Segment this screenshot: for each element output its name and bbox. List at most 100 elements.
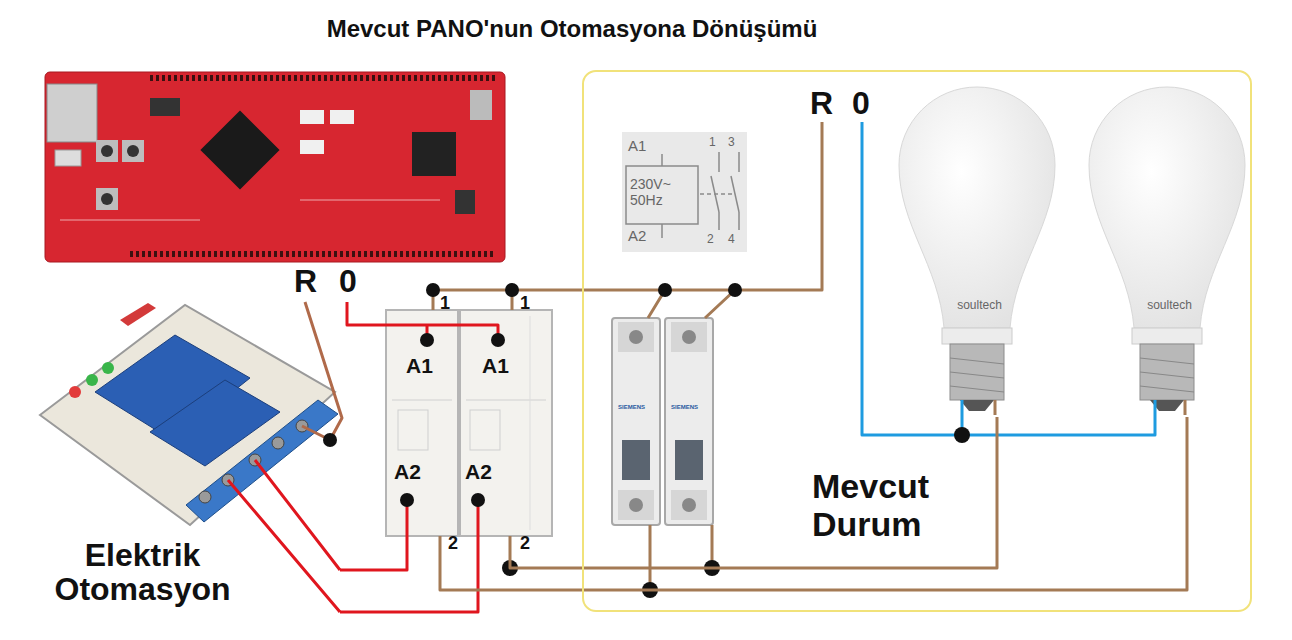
lamp-drawing — [899, 87, 1245, 411]
terminal-number: 2 — [448, 534, 458, 554]
lead-line — [661, 224, 663, 238]
junction-dot — [323, 283, 970, 598]
relay-module-drawing — [102, 362, 114, 374]
wire-connector — [340, 560, 478, 612]
contactor: 1A1A22 — [460, 284, 552, 560]
diagram-title: Mevcut PANO'nun Otomasyona Dönüşümü — [272, 16, 872, 42]
circuit-breaker — [629, 498, 643, 512]
dev-board — [455, 190, 475, 214]
dev-board — [127, 145, 139, 157]
terminal-number: 1 — [440, 294, 450, 314]
junction-dot — [323, 433, 337, 447]
contact-symbol — [718, 212, 720, 230]
brand-mark: SIEMENS — [618, 404, 645, 411]
dev-board — [300, 110, 324, 124]
dev-board — [96, 188, 118, 210]
circuit-breaker — [682, 498, 696, 512]
region-caption: Mevcut Durum — [812, 467, 962, 543]
dev-board — [150, 75, 495, 81]
symbol-terminal: A1 — [628, 138, 646, 155]
wire — [347, 302, 498, 340]
terminal-number: 2 — [520, 534, 530, 554]
lamp-drawing — [899, 87, 1055, 328]
contactor-body — [386, 310, 458, 536]
coil-terminal: A1 — [482, 354, 509, 377]
contactor-body — [466, 400, 546, 401]
lamp: soultech — [1087, 77, 1254, 417]
junction-dot — [491, 333, 505, 347]
lamp-drawing — [950, 344, 1004, 400]
dev-board — [150, 98, 180, 116]
contact-symbol — [718, 152, 720, 172]
contact-symbol — [738, 152, 740, 172]
contact-number: 2 — [707, 233, 714, 246]
circuit-breaker — [618, 490, 654, 520]
lamp-drawing — [960, 400, 994, 411]
neutral-label: 0 — [852, 86, 870, 121]
junction-dot — [426, 283, 440, 297]
lamp-drawing — [1132, 328, 1202, 344]
contactor-body — [392, 400, 452, 401]
circuit-breaker — [612, 318, 713, 525]
contactor-body — [530, 316, 531, 530]
contactor-body — [470, 410, 500, 450]
coil-symbol — [626, 166, 698, 224]
dev-board — [300, 200, 440, 201]
lamp-drawing — [1089, 87, 1245, 328]
dev-board — [200, 110, 279, 189]
brand-mark: SIEMENS — [671, 404, 698, 411]
lamp-drawing — [1140, 372, 1194, 378]
wire — [862, 122, 1155, 435]
junction-dot — [954, 427, 970, 443]
contact-number: 4 — [728, 233, 735, 246]
terminal-number: 1 — [520, 294, 530, 314]
wire — [407, 500, 478, 560]
wire — [650, 525, 712, 590]
contact-number: 1 — [709, 136, 716, 149]
phase-label: R — [294, 264, 317, 299]
brand-name: soultech — [897, 299, 1062, 312]
circuit-breaker — [612, 318, 660, 525]
circuit-breaker — [665, 318, 713, 525]
relay-module-drawing — [86, 374, 98, 386]
brand-name: soultech — [1087, 299, 1252, 312]
relay-module-drawing — [40, 303, 338, 525]
dev-board — [300, 140, 324, 154]
coil-terminal: A1 — [406, 354, 433, 377]
dev-board — [45, 72, 505, 262]
dev-board — [101, 193, 113, 205]
contactor-body — [460, 310, 552, 536]
lamp-drawing — [950, 372, 1004, 378]
neutral-label: 0 — [339, 264, 357, 299]
junction-dot — [728, 283, 742, 297]
relay-module-drawing — [199, 491, 211, 503]
phase-label: R — [810, 86, 833, 121]
contactor-symbol: A1230V~ 50HzA21324 — [622, 132, 747, 252]
relay-module-drawing — [120, 303, 156, 326]
lamp: soultech — [897, 77, 1064, 417]
wire — [433, 122, 822, 290]
coil-rating: 230V~ 50Hz — [630, 176, 692, 208]
dev-board — [330, 110, 354, 124]
contact-symbol — [731, 176, 739, 212]
junction-dot — [505, 283, 519, 297]
dev-board — [412, 132, 456, 176]
junction-dot — [658, 283, 672, 297]
module-caption: Elektrik Otomasyon — [35, 538, 250, 606]
circuit-breaker — [665, 318, 713, 525]
dev-board — [60, 220, 200, 221]
lamp-drawing — [950, 358, 1004, 364]
dev-board — [470, 90, 492, 120]
lamp-drawing — [1140, 358, 1194, 364]
junction-dot — [400, 493, 414, 507]
dev-board — [96, 140, 118, 162]
existing-panel-region: Mevcut DurumA1230V~ 50HzA21324soultechso… — [582, 70, 1252, 612]
circuit-breaker — [629, 330, 643, 344]
contact-number: 3 — [728, 136, 735, 149]
contactor-body — [386, 310, 552, 536]
circuit-breaker — [675, 440, 703, 480]
circuit-breaker — [671, 322, 707, 352]
dev-board — [45, 72, 505, 262]
coil-terminal: A2 — [394, 460, 421, 483]
junction-dot — [420, 333, 434, 347]
